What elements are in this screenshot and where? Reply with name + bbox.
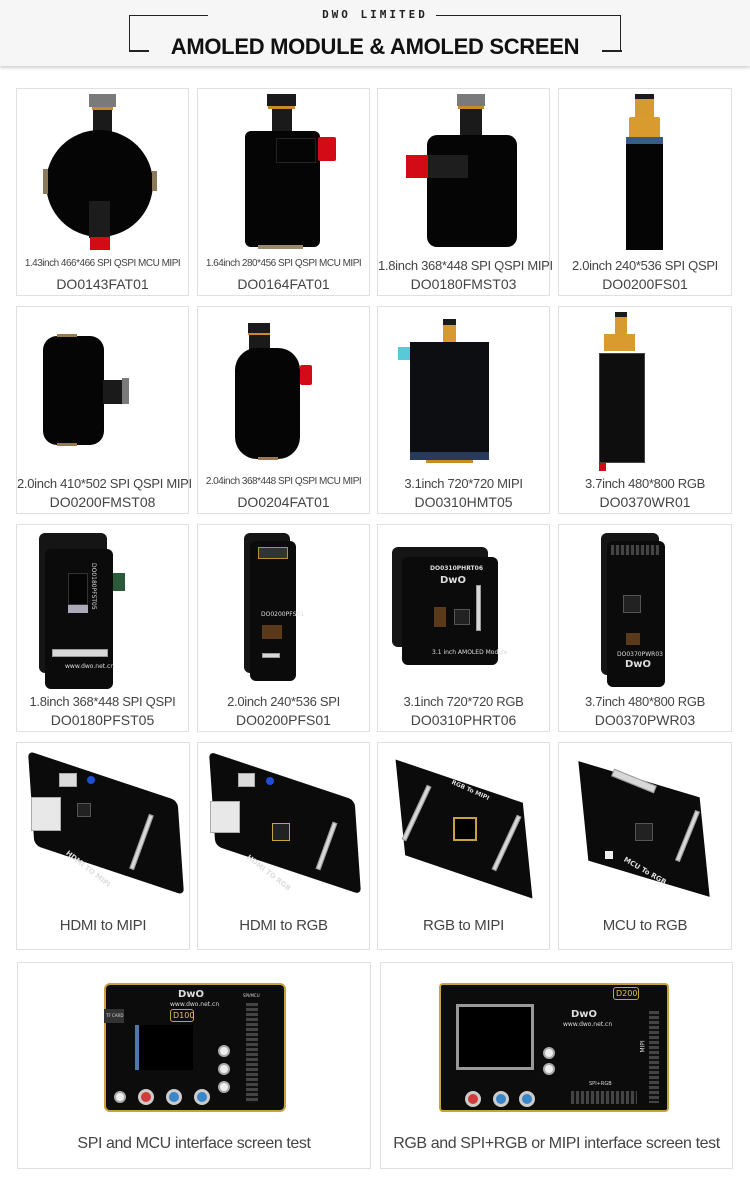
product-model: DO0180PFST05 (50, 712, 155, 728)
product-image-square-amoled (378, 307, 549, 475)
product-model: DO0164FAT01 (237, 276, 330, 292)
product-image-amoled-module: DO0180PFST05 www.dwo.net.cn (17, 525, 188, 693)
product-spec: 1.8inch 368*448 SPI QSPI (29, 694, 176, 709)
product-card[interactable]: DO0200PFS01 2.0inch 240*536 SPI DO0200PF… (197, 524, 370, 732)
product-image-adapter-board: HDMI TO RGB (198, 743, 369, 911)
product-image-adapter-board: MCU To RGB (559, 743, 731, 911)
product-model: DO0143FAT01 (56, 276, 149, 292)
product-image-landscape-amoled (17, 307, 188, 475)
product-spec: 2.0inch 240*536 SPI QSPI (571, 258, 718, 273)
test-board-card[interactable]: D200 DwO www.dwo.net.cn MIPI SPI+RGB RGB… (380, 962, 733, 1169)
product-spec: 3.1inch 720*720 MIPI (404, 476, 523, 491)
product-card[interactable]: 2.0inch 240*536 SPI QSPI DO0200FS01 (558, 88, 732, 296)
test-board-label: SPI and MCU interface screen test (77, 1135, 311, 1152)
product-image-bar-amoled (559, 307, 731, 475)
product-model: DO0370PWR03 (594, 712, 696, 728)
product-model: DO0200FMST08 (49, 494, 156, 510)
header-frame (129, 12, 621, 51)
product-card[interactable]: DO0180PFST05 www.dwo.net.cn 1.8inch 368*… (16, 524, 189, 732)
pcb-model-text: DO0200PFS01 (261, 611, 305, 618)
board-badge: D100 (173, 1011, 195, 1020)
product-spec: 1.8inch 368*448 SPI QSPI MIPI (378, 258, 553, 273)
product-label: HDMI to RGB (239, 917, 328, 934)
product-label: MCU to RGB (602, 917, 688, 934)
product-model: DO0180FMST03 (410, 276, 517, 292)
product-model: DO0204FAT01 (237, 494, 330, 510)
product-card[interactable]: DO0310PHRT06 DwO 3.1 inch AMOLED Module … (377, 524, 550, 732)
product-spec: 3.1inch 720*720 RGB (403, 694, 524, 709)
brand-name: DWO LIMITED (322, 8, 428, 21)
header-frame-corner (602, 50, 622, 52)
product-card[interactable]: HDMI TO RGB HDMI to RGB (197, 742, 370, 950)
product-image-adapter-board: RGB To MIPI (378, 743, 549, 911)
test-board-label: RGB and SPI+RGB or MIPI interface screen… (393, 1135, 720, 1152)
product-image-adapter-board: HDMI TO MIPI (17, 743, 189, 911)
product-card[interactable]: 1.8inch 368*448 SPI QSPI MIPI DO0180FMST… (377, 88, 553, 296)
product-image-rounded-amoled (198, 307, 369, 475)
product-model: DO0200PFS01 (236, 712, 331, 728)
product-image-d100-test-board: DwO www.dwo.net.cn D100 TF CARD SPI/MCU (18, 963, 370, 1123)
product-card[interactable]: 2.0inch 410*502 SPI QSPI MIPI DO0200FMST… (16, 306, 192, 514)
product-card[interactable]: 3.7inch 480*800 RGB DO0370WR01 (558, 306, 732, 514)
product-image-round-amoled (17, 89, 188, 257)
product-card[interactable]: DO0370PWR03 DwO 3.7inch 480*800 RGB DO03… (558, 524, 732, 732)
product-spec: 2.04inch 368*448 SPI QSPI MCU MIPI (205, 476, 362, 487)
product-image-amoled-module: DO0310PHRT06 DwO 3.1 inch AMOLED Module (378, 525, 549, 693)
product-label: RGB to MIPI (423, 917, 504, 934)
product-card[interactable]: 1.43inch 466*466 SPI QSPI MCU MIPI DO014… (16, 88, 189, 296)
product-spec: 3.7inch 480*800 RGB (584, 694, 706, 709)
product-card[interactable]: 1.64inch 280*456 SPI QSPI MCU MIPI DO016… (197, 88, 370, 296)
product-card[interactable]: MCU To RGB MCU to RGB (558, 742, 732, 950)
page-title: AMOLED MODULE & AMOLED SCREEN (170, 34, 580, 59)
product-label: HDMI to MIPI (59, 917, 147, 934)
product-spec: 2.0inch 240*536 SPI (227, 694, 340, 709)
product-spec: 2.0inch 410*502 SPI QSPI MIPI (17, 476, 192, 491)
product-image-bar-amoled (559, 89, 731, 257)
product-model: DO0310HMT05 (414, 494, 513, 510)
test-board-card[interactable]: DwO www.dwo.net.cn D100 TF CARD SPI/MCU … (17, 962, 371, 1169)
product-model: DO0200FS01 (602, 276, 688, 292)
header-frame-corner (129, 50, 149, 52)
product-image-amoled-module: DO0200PFS01 (198, 525, 369, 693)
product-spec: 1.43inch 466*466 SPI QSPI MCU MIPI (24, 258, 181, 269)
product-card[interactable]: 2.04inch 368*448 SPI QSPI MCU MIPI DO020… (197, 306, 370, 514)
product-card[interactable]: RGB To MIPI RGB to MIPI (377, 742, 550, 950)
board-badge: D200 (616, 989, 638, 998)
product-spec: 1.64inch 280*456 SPI QSPI MCU MIPI (205, 258, 362, 269)
page-header: DWO LIMITED AMOLED MODULE & AMOLED SCREE… (0, 0, 750, 66)
product-image-amoled-module: DO0370PWR03 DwO (559, 525, 731, 693)
pcb-model-text: DO0180PFST05 (90, 563, 97, 610)
pcb-model-text: DO0370PWR03 (617, 651, 663, 658)
product-image-rect-amoled (378, 89, 549, 257)
product-spec: 3.7inch 480*800 RGB (584, 476, 706, 491)
product-card[interactable]: 3.1inch 720*720 MIPI DO0310HMT05 (377, 306, 550, 514)
product-image-rect-amoled (198, 89, 369, 257)
product-card[interactable]: HDMI TO MIPI HDMI to MIPI (16, 742, 190, 950)
product-model: DO0310PHRT06 (410, 712, 517, 728)
product-model: DO0370WR01 (599, 494, 691, 510)
pcb-model-text: DO0310PHRT06 (430, 565, 483, 572)
product-image-d200-test-board: D200 DwO www.dwo.net.cn MIPI SPI+RGB (381, 963, 732, 1123)
